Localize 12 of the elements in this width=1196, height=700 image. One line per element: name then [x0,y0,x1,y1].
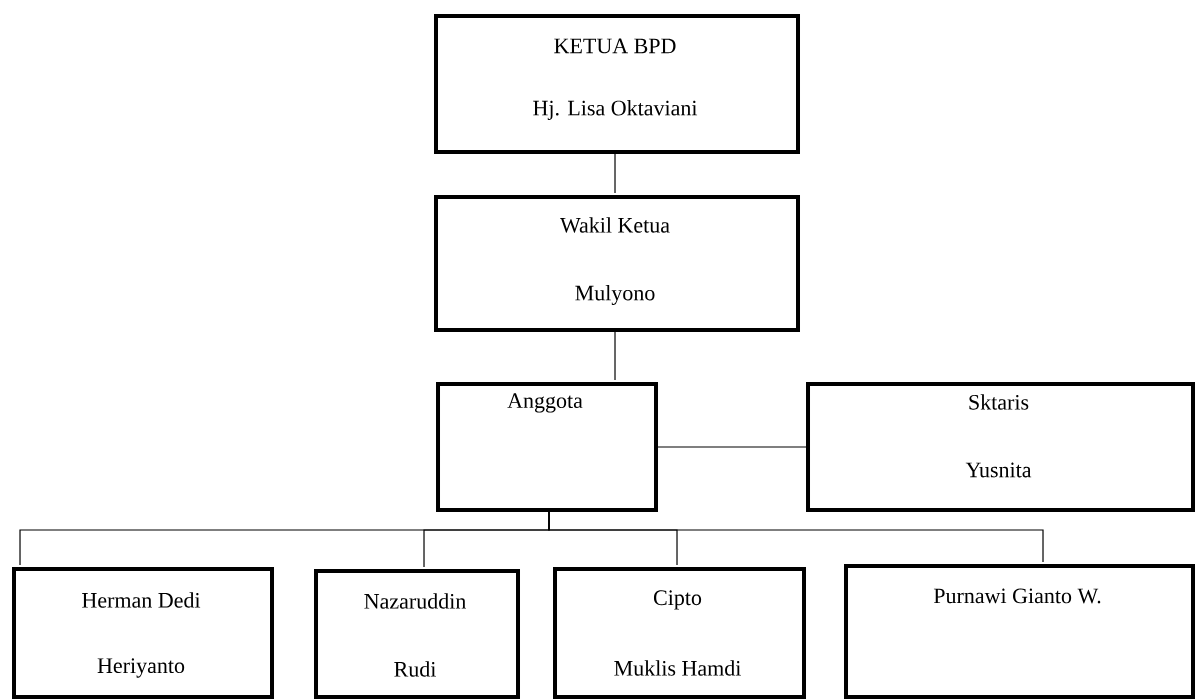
org-box: Anggota [436,382,658,512]
org-box: Sktaris Yusnita [806,382,1195,512]
connector-line [657,446,807,448]
org-box: Wakil Ketua Mulyono [434,195,800,332]
connector-line [614,329,616,381]
org-box: Cipto Muklis Hamdi [553,567,806,699]
connector-line [614,151,616,194]
org-box: Herman Dedi Heriyanto [12,567,274,699]
connector-line [548,509,1044,563]
org-box: Purnawi Gianto W. [844,564,1195,699]
org-box: Nazaruddin Rudi [314,569,520,699]
org-box: KETUA BPD Hj. Lisa Oktaviani [434,14,800,154]
